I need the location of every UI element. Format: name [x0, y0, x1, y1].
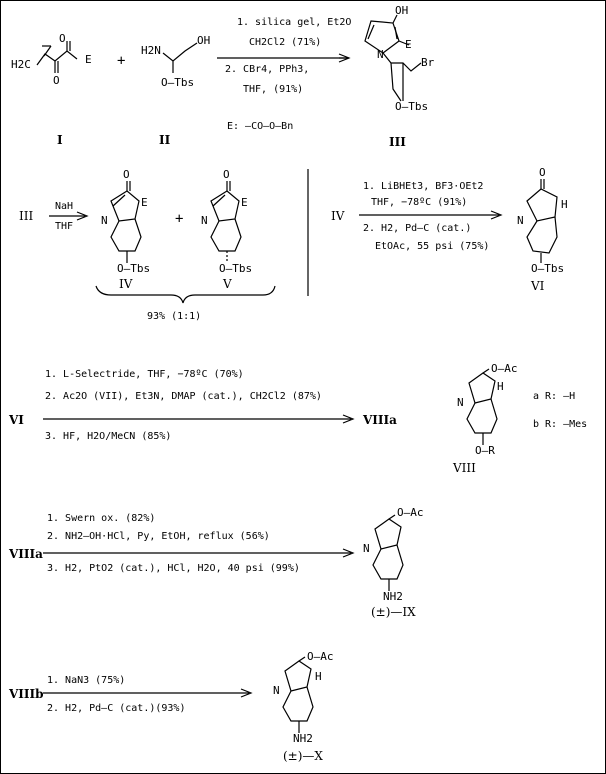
compound-V-e: E	[241, 196, 248, 209]
compound-I-label: I	[57, 133, 63, 147]
compound-VIII-n: N	[457, 396, 464, 409]
e-definition: E: —CO—O—Bn	[227, 121, 294, 132]
compound-III-skeleton	[364, 14, 422, 102]
compound-III-n: N	[377, 48, 384, 61]
compound-V-o: O	[223, 168, 230, 181]
compound-II-skeleton	[162, 42, 198, 73]
compound-III-e: E	[405, 38, 412, 51]
plus-sign-1: +	[117, 53, 126, 69]
scheme5-condition-3: 3. H2, PtO2 (cat.), HCl, H2O, 40 psi (99…	[47, 563, 300, 574]
scheme4-condition-2: 2. Ac2O (VII), Et3N, DMAP (cat.), CH2Cl2…	[45, 391, 322, 402]
scheme2-reagent-nah: NaH	[55, 201, 74, 212]
compound-VIII-skeleton	[466, 368, 498, 445]
compound-IX-label: (±)—IX	[371, 605, 416, 619]
scheme2-yield: 93% (1:1)	[147, 311, 202, 322]
scheme4-condition-3: 3. HF, H2O/MeCN (85%)	[45, 431, 172, 442]
compound-VI-otbs: O—Tbs	[531, 262, 565, 275]
scheme2-reagent-thf: THF	[55, 221, 74, 232]
compound-II-otbs: O—Tbs	[161, 76, 195, 89]
scheme3-start-label: IV	[331, 209, 345, 223]
plus-sign-2: +	[175, 211, 184, 227]
compound-V-skeleton	[210, 181, 242, 263]
arrow-4	[43, 414, 355, 424]
scheme5-condition-2: 2. NH2—OH·HCl, Py, EtOH, reflux (56%)	[47, 531, 270, 542]
compound-III-br: Br	[421, 56, 435, 69]
compound-VI-label: VI	[531, 279, 545, 293]
compound-I-carbonyl-o1: O	[59, 32, 66, 45]
compound-III-otbs: O—Tbs	[395, 100, 429, 113]
compound-IX-n: N	[363, 542, 370, 555]
compound-VIII-or: O—R	[475, 444, 495, 457]
arrow-5	[43, 548, 355, 558]
compound-VIII-oac: O—Ac	[491, 362, 518, 375]
r-definition-a: a R: —H	[533, 391, 576, 402]
compound-VI-n: N	[517, 214, 524, 227]
scheme6-condition-2: 2. H2, Pd—C (cat.)(93%)	[47, 703, 186, 714]
compound-I-carbonyl-o2: O	[53, 74, 60, 87]
scheme1-condition-2: CH2Cl2 (71%)	[249, 37, 322, 48]
compound-I-h2c: H2C	[11, 58, 31, 71]
compound-IV-otbs: O—Tbs	[117, 262, 151, 275]
scheme4-product-label: VIIIa	[363, 413, 397, 427]
compound-IV-n: N	[101, 214, 108, 227]
compound-VIII-h: H	[497, 380, 504, 393]
arrow-3	[359, 210, 503, 220]
compound-IV-o: O	[123, 168, 130, 181]
compound-IX-nh2: NH2	[383, 590, 403, 603]
scheme3-condition-2: THF, −78ºC (91%)	[371, 197, 468, 208]
scheme4-start-label: VI	[9, 413, 24, 427]
arrow-1	[217, 53, 351, 63]
scheme6-condition-1: 1. NaN3 (75%)	[47, 675, 126, 686]
compound-II-oh: OH	[197, 34, 211, 47]
compound-IV-e: E	[141, 196, 148, 209]
compound-X-skeleton	[282, 656, 314, 733]
r-definition-b: b R: —Mes	[533, 419, 588, 430]
scheme2-start-label: III	[19, 209, 34, 223]
compound-III-oh: OH	[395, 4, 409, 17]
scheme1-condition-3: 2. CBr4, PPh3,	[225, 64, 310, 75]
compound-V-label: V	[223, 277, 232, 291]
compound-VI-o: O	[539, 166, 546, 179]
compound-V-otbs: O—Tbs	[219, 262, 253, 275]
compound-X-h: H	[315, 670, 322, 683]
compound-I-e: E	[85, 53, 92, 66]
scheme3-condition-4: EtOAc, 55 psi (75%)	[375, 241, 490, 252]
scheme3-condition-3: 2. H2, Pd—C (cat.)	[363, 223, 472, 234]
brace	[95, 285, 276, 304]
compound-IX-oac: O—Ac	[397, 506, 424, 519]
compound-X-label: (±)—X	[283, 749, 323, 763]
scheme5-start-label: VIIIa	[9, 547, 43, 561]
arrow-6	[43, 688, 253, 698]
scheme3-condition-1: 1. LiBHEt3, BF3·OEt2	[363, 181, 484, 192]
scheme4-condition-1: 1. L-Selectride, THF, −78ºC (70%)	[45, 369, 244, 380]
scheme1-condition-4: THF, (91%)	[243, 84, 304, 95]
compound-II-label: II	[159, 133, 171, 147]
compound-I-skeleton	[36, 41, 78, 73]
compound-VIII-label: VIII	[453, 461, 476, 475]
scheme5-condition-1: 1. Swern ox. (82%)	[47, 513, 156, 524]
compound-IX-skeleton	[372, 514, 404, 591]
compound-II-h2n: H2N	[141, 44, 161, 57]
scheme1-condition-1: 1. silica gel, Et2O	[237, 17, 352, 28]
compound-VI-skeleton	[526, 179, 558, 263]
compound-IV-skeleton	[110, 181, 142, 263]
compound-X-oac: O—Ac	[307, 650, 334, 663]
arrow-2	[49, 211, 89, 221]
compound-X-n: N	[273, 684, 280, 697]
compound-X-nh2: NH2	[293, 732, 313, 745]
compound-V-n: N	[201, 214, 208, 227]
compound-IV-label: IV	[119, 277, 133, 291]
compound-VI-h: H	[561, 198, 568, 211]
compound-III-label: III	[389, 135, 406, 149]
scheme6-start-label: VIIIb	[9, 687, 44, 701]
